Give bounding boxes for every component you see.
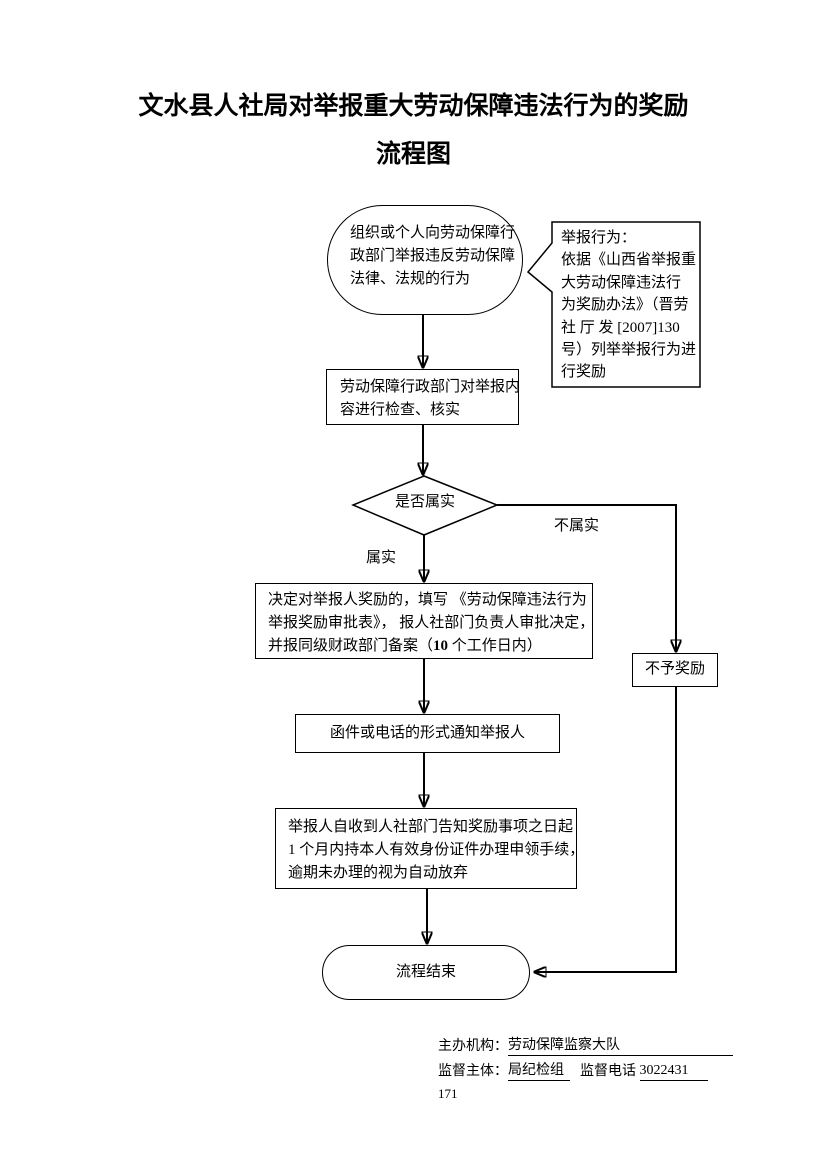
start-node-line: 政部门举报违反劳动保障 xyxy=(350,248,516,264)
branch-label-no: 不属实 xyxy=(554,518,600,534)
notify-node: 函件或电话的形式通知举报人 xyxy=(295,714,560,753)
approve-line3-days: 10 xyxy=(433,638,449,654)
start-node-line: 组织或个人向劳动保障行 xyxy=(350,225,516,241)
callout-shape xyxy=(526,221,701,388)
callout-line: 依据《山西省举报重 xyxy=(561,252,697,269)
supervisor-value: 局纪检组 xyxy=(508,1062,570,1081)
callout-line: 号）列举举报行为进 xyxy=(561,342,697,359)
approve-line3-pre: 并报同级财政部门备案（ xyxy=(268,638,434,654)
callout-line: 行奖励 xyxy=(561,364,607,381)
organizer-value: 劳动保障监察大队 xyxy=(508,1037,733,1056)
phone-label: 监督电话 xyxy=(580,1064,640,1079)
callout-line: 举报行为： xyxy=(561,230,637,246)
organizer-label: 主办机构： xyxy=(438,1039,508,1054)
footer-organizer-row: 主办机构：劳动保障监察大队 xyxy=(438,1037,733,1056)
connector-noreward-end xyxy=(534,687,677,972)
approve-line3-post: 个工作日内） xyxy=(448,638,542,654)
claim-node-line: 1 个月内持本人有效身份证件办理申领手续， xyxy=(288,842,585,858)
claim-node-line: 逾期未办理的视为自动放弃 xyxy=(288,865,469,881)
callout-line: 社 厅 发 [2007]130 xyxy=(561,319,680,336)
phone-value: 3022431 xyxy=(639,1062,708,1081)
page-number: 171 xyxy=(438,1086,458,1101)
callout-line: 为奖励办法》（晋劳 xyxy=(561,297,689,314)
page-title-line2: 流程图 xyxy=(375,140,451,168)
branch-label-yes: 属实 xyxy=(366,550,397,566)
approve-node-line: 并报同级财政部门备案（10 个工作日内） xyxy=(268,635,592,658)
decision-label: 是否属实 xyxy=(394,494,455,510)
page-title-line1: 文水县人社局对举报重大劳动保障违法行为的奖励 xyxy=(138,92,689,120)
callout-note: 举报行为： 依据《山西省举报重 大劳动保障违法行 为奖励办法》（晋劳 社 厅 发… xyxy=(552,222,700,387)
connector-decision-noreward xyxy=(497,504,676,652)
check-node-line: 容进行检查、核实 xyxy=(340,402,461,418)
no-reward-node: 不予奖励 xyxy=(632,653,718,687)
approve-node-line: 决定对举报人奖励的，填写 《劳动保障违法行为 xyxy=(268,592,587,608)
footer-supervisor-row: 监督主体：局纪检组监督电话 3022431 xyxy=(438,1062,708,1081)
approve-node: 决定对举报人奖励的，填写 《劳动保障违法行为 举报奖励审批表》， 报人社部门负责… xyxy=(255,583,595,659)
claim-node-line: 举报人自收到人社部门告知奖励事项之日起 xyxy=(288,819,574,835)
end-node: 流程结束 xyxy=(322,945,530,1000)
callout-line: 大劳动保障违法行 xyxy=(561,274,682,291)
supervisor-label: 监督主体： xyxy=(438,1064,508,1079)
start-node: 组织或个人向劳动保障行 政部门举报违反劳动保障 法律、法规的行为 xyxy=(327,205,523,315)
approve-node-line: 举报奖励审批表》， 报人社部门负责人审批决定， xyxy=(268,615,595,631)
check-node-line: 劳动保障行政部门对举报内 xyxy=(340,379,521,395)
start-node-line: 法律、法规的行为 xyxy=(350,271,471,287)
check-node: 劳动保障行政部门对举报内 容进行检查、核实 xyxy=(326,369,521,425)
claim-node: 举报人自收到人社部门告知奖励事项之日起 1 个月内持本人有效身份证件办理申领手续… xyxy=(275,808,585,889)
